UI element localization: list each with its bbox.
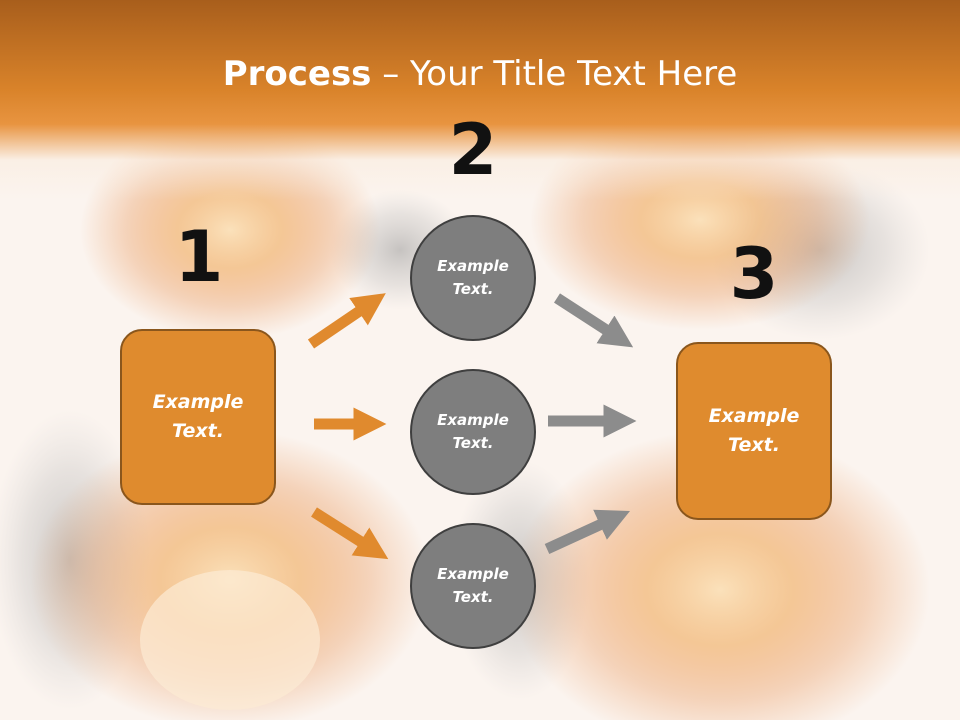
circle-text: Example Text.	[437, 565, 509, 606]
slide-title: Process – Your Title Text Here	[0, 52, 960, 96]
circle-text: Example Text.	[437, 411, 509, 452]
arrow-right-icon	[307, 293, 386, 349]
step-2-circle-bottom[interactable]: Example Text.	[410, 523, 536, 649]
step-3-number: 3	[729, 233, 779, 315]
step-1-text: Example Text.	[152, 391, 244, 442]
step-2-circle-middle[interactable]: Example Text.	[410, 369, 536, 495]
arrow-right-icon	[544, 509, 631, 555]
step-2-circle-top[interactable]: Example Text.	[410, 215, 536, 341]
step-3-box[interactable]: Example Text.	[676, 342, 832, 520]
arrow-right-icon	[554, 293, 634, 348]
step-1-box[interactable]: Example Text.	[120, 329, 276, 505]
step-1-number: 1	[174, 216, 224, 298]
step-2-number: 2	[448, 109, 498, 191]
step-3-text: Example Text.	[708, 405, 800, 456]
title-rest: – Your Title Text Here	[371, 54, 738, 94]
title-bold: Process	[222, 54, 372, 94]
circle-text: Example Text.	[437, 257, 509, 298]
arrow-right-icon	[311, 507, 389, 560]
header-band	[0, 0, 960, 200]
